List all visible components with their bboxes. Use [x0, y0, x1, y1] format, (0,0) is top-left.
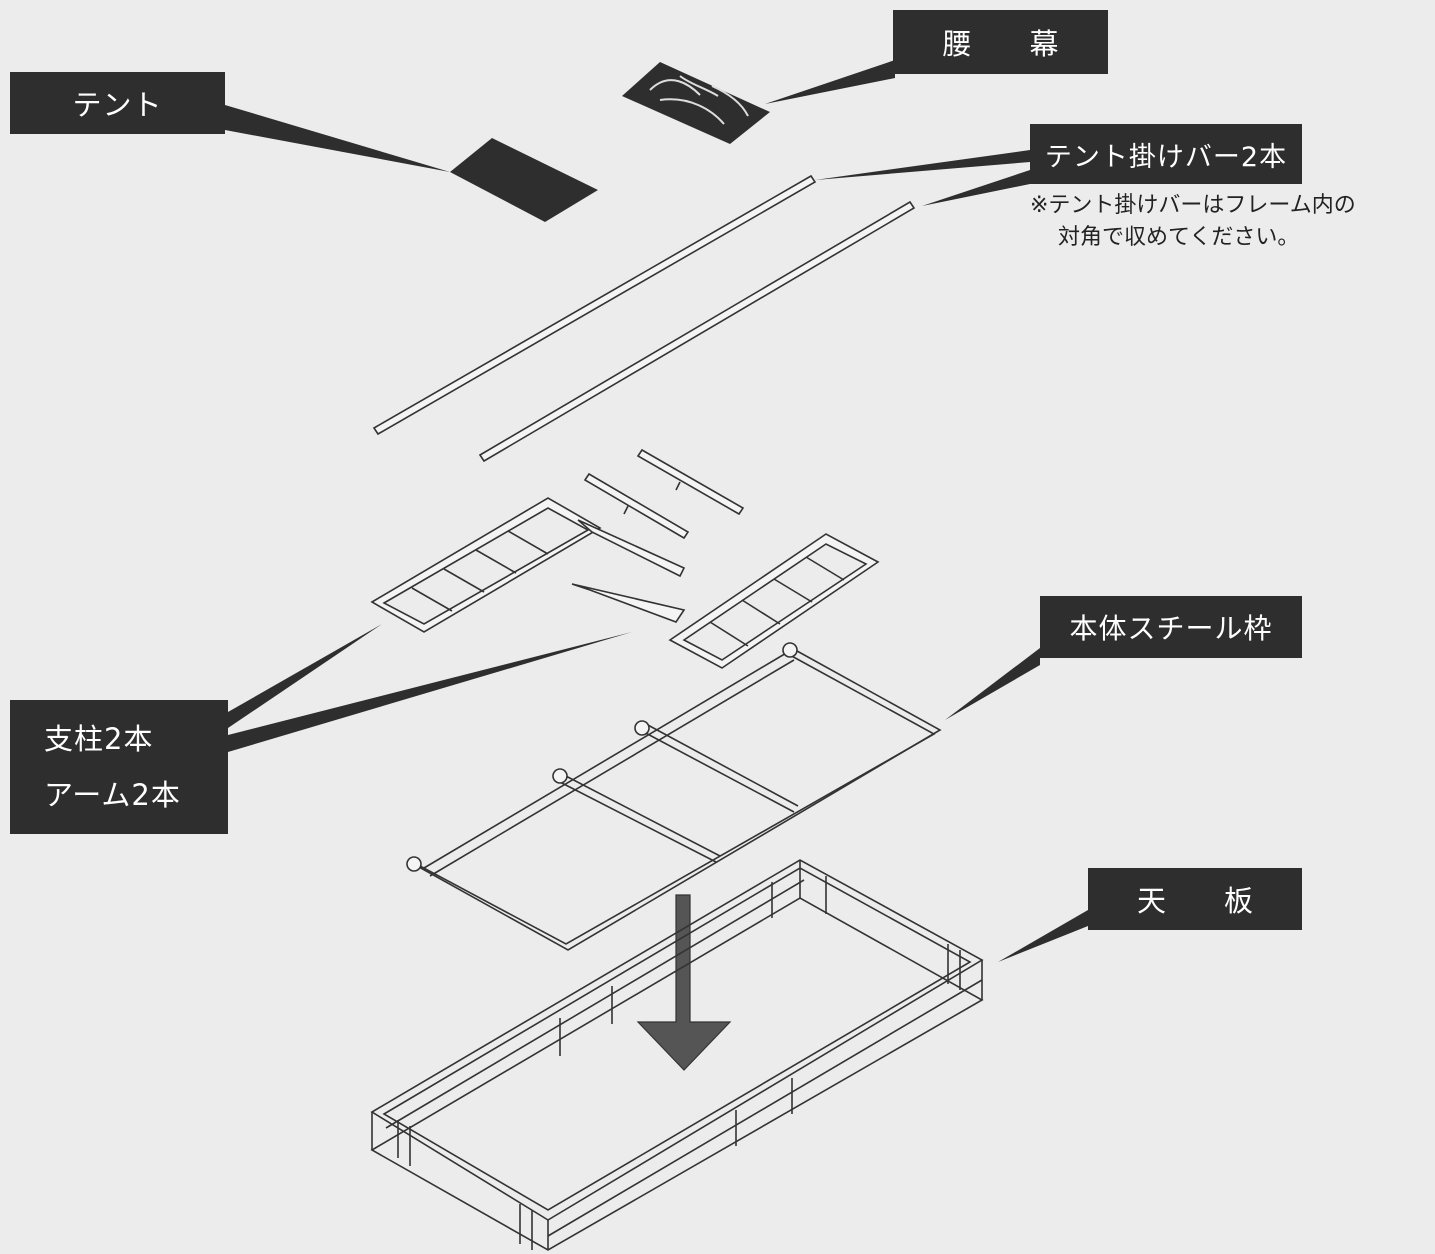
top-board-frame: [370, 859, 984, 1251]
leader-pillar: [228, 624, 382, 728]
koshimaku-sheet: [622, 62, 770, 144]
label-steel-frame: 本体スチール枠: [1040, 596, 1302, 658]
leader-tent-bar-1: [815, 150, 1030, 180]
ladder-frame-right: [571, 533, 880, 669]
tent-bar-note: ※テント掛けバーはフレーム内の 対角で収めてください。: [1030, 190, 1356, 254]
label-top-board: 天 板: [1088, 868, 1302, 930]
note-line-1: ※テント掛けバーはフレーム内の: [1030, 193, 1356, 218]
leader-tent: [225, 105, 450, 172]
leader-top-board: [998, 910, 1088, 962]
label-pillar: 支柱2本: [44, 722, 154, 756]
ladder-frame-left: [370, 497, 686, 633]
label-pillar-arm: 支柱2本 アーム2本: [10, 700, 228, 834]
tent-bar-1: [372, 174, 817, 436]
leader-steel-frame: [945, 648, 1040, 720]
label-koshimaku: 腰 幕: [893, 10, 1108, 74]
leader-arm: [228, 632, 632, 752]
label-tent: テント: [10, 72, 225, 134]
tent-bars: [372, 174, 916, 463]
tent-sheet: [450, 138, 598, 222]
leader-tent-bar-2: [922, 170, 1030, 206]
leader-lines: [225, 60, 1088, 962]
tent-bar-2: [478, 200, 916, 463]
leader-koshimaku: [765, 60, 895, 104]
label-arm: アーム2本: [44, 778, 181, 812]
label-tent-bar: テント掛けバー2本: [1030, 124, 1302, 184]
down-arrow: [636, 894, 732, 1071]
pillars: [583, 448, 745, 540]
steel-frame: [406, 642, 942, 951]
note-line-2: 対角で収めてください。: [1058, 225, 1300, 250]
